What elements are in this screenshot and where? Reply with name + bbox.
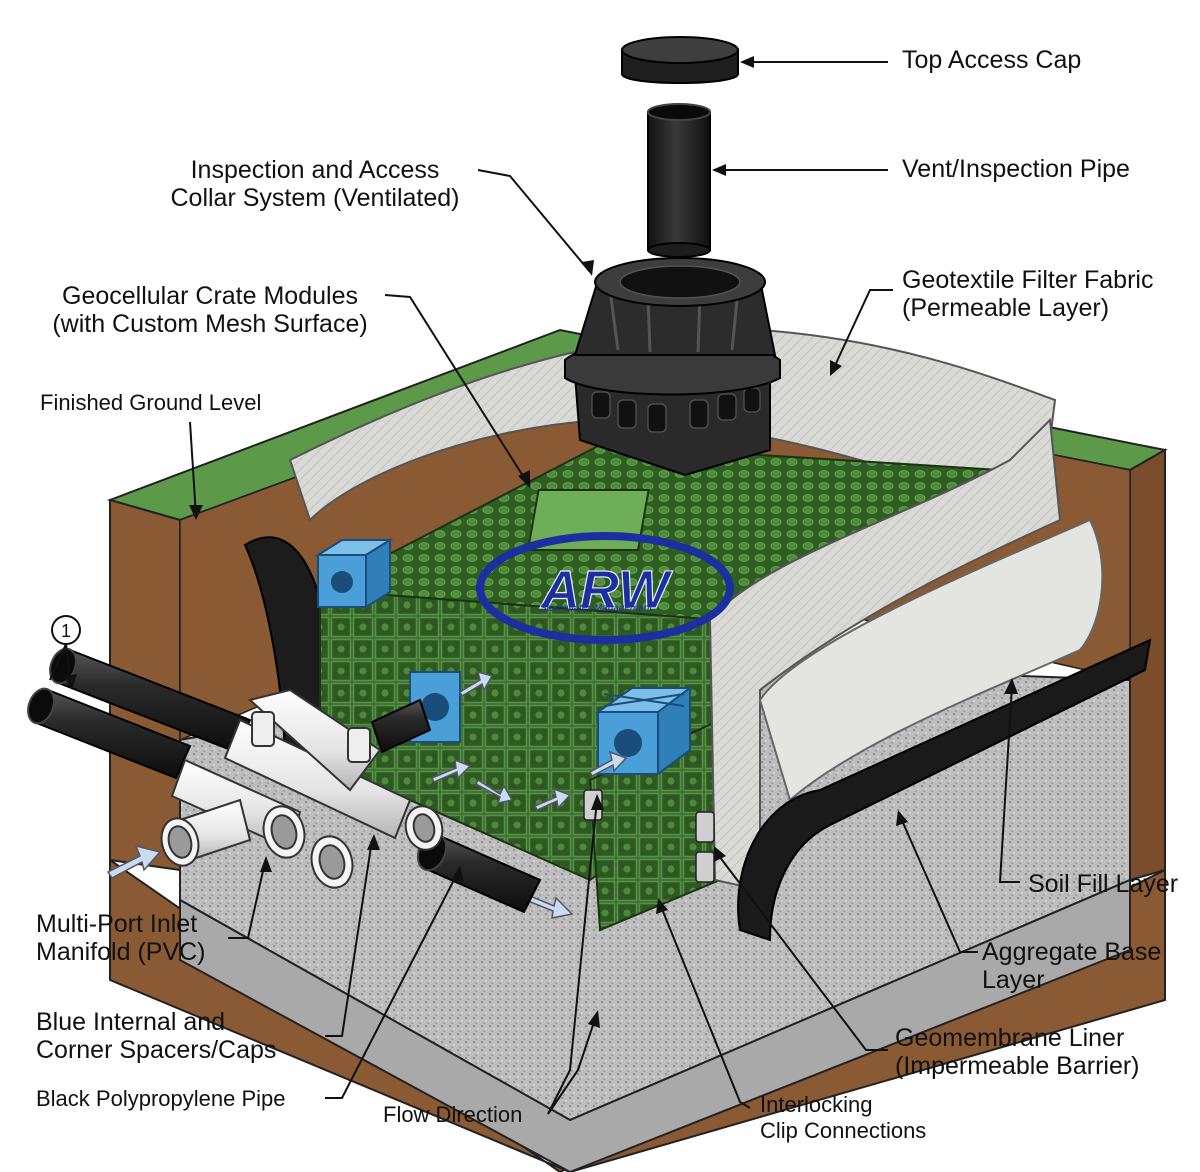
label-manifold: Multi-Port Inlet Manifold (PVC) <box>36 910 206 966</box>
leader-flow-2 <box>547 1015 597 1115</box>
clip <box>695 851 715 883</box>
label-manifold-line1: Multi-Port Inlet <box>36 910 198 938</box>
aggregate-front-face <box>179 878 1131 1172</box>
label-finished-ground: Finished Ground Level <box>40 390 262 415</box>
label-crate-modules: Geocellular Crate Modules (with Custom M… <box>30 282 390 338</box>
label-clip-connections: Interlocking Clip Connections <box>760 1092 926 1144</box>
leader-geotextile <box>831 289 893 373</box>
black-pipe-crate-connector <box>370 698 432 754</box>
leader-crate <box>384 294 529 485</box>
leader-black-pipe <box>325 871 459 1099</box>
leader-finished-ground <box>189 421 197 517</box>
logo-subtext: Stormwater Management <box>540 603 653 614</box>
label-crate-modules-line2: (with Custom Mesh Surface) <box>52 310 368 338</box>
clip <box>695 811 715 843</box>
leader-collar <box>477 169 591 273</box>
leader-lines <box>49 61 1020 1115</box>
label-spacers-line1: Blue Internal and <box>36 1008 226 1036</box>
leader-flow-1 <box>547 799 598 1115</box>
label-inspection-collar: Inspection and Access Collar System (Ven… <box>150 156 480 212</box>
label-top-access-cap: Top Access Cap <box>902 46 1082 74</box>
leader-spacers <box>325 839 373 1037</box>
flow-arrow <box>475 778 514 805</box>
label-spacers-line2: Corner Spacers/Caps <box>36 1036 277 1064</box>
callout-number: 1 <box>61 621 71 641</box>
label-geotextile-line2: (Permeable Layer) <box>902 294 1110 322</box>
label-crate-modules-line1: Geocellular Crate Modules <box>62 282 358 310</box>
leader-clip <box>659 903 751 1109</box>
flow-arrows <box>106 670 628 919</box>
leader-arrowheads <box>63 56 1018 1028</box>
vent-inspection-pipe <box>647 103 711 258</box>
label-aggregate-line2: Layer <box>982 966 1045 994</box>
label-inspection-collar-line2: Collar System (Ventilated) <box>170 184 460 212</box>
leader-soil-fill <box>998 685 1020 883</box>
flow-arrow-inlet <box>106 844 162 879</box>
arw-logo: ARW Stormwater Management <box>476 532 734 644</box>
label-clip-line1: Interlocking <box>760 1092 873 1117</box>
label-flow-direction: Flow Direction <box>383 1102 523 1127</box>
blue-corner-spacer-front <box>594 686 693 776</box>
label-aggregate: Aggregate Base Layer <box>982 938 1161 994</box>
pvc-manifold <box>160 688 444 889</box>
inspection-collar <box>564 257 781 477</box>
label-black-pipe: Black Polypropylene Pipe <box>36 1086 286 1111</box>
label-geomembrane: Geomembrane Liner (Impermeable Barrier) <box>895 1024 1140 1080</box>
flow-arrow <box>533 787 572 811</box>
leader-aggregate <box>899 815 978 953</box>
label-geomembrane-line2: (Impermeable Barrier) <box>895 1052 1140 1080</box>
flow-arrow-outlet <box>527 895 574 919</box>
label-spacers: Blue Internal and Corner Spacers/Caps <box>36 1008 276 1064</box>
blue-corner-spacer-left <box>314 538 394 609</box>
label-soil-fill: Soil Fill Layer <box>1028 870 1179 898</box>
flow-arrow <box>589 750 628 778</box>
top-access-cap <box>621 36 739 84</box>
geotextile-right-curl <box>758 518 1104 802</box>
leader-geomembrane <box>715 851 888 1051</box>
geotextile-right-roll <box>708 417 1062 892</box>
leader-manifold <box>228 861 266 939</box>
label-aggregate-line1: Aggregate Base <box>982 938 1162 966</box>
label-geotextile: Geotextile Filter Fabric (Permeable Laye… <box>902 266 1153 322</box>
label-inspection-collar-line1: Inspection and Access <box>190 156 440 184</box>
flow-arrow <box>459 670 494 698</box>
label-geotextile-line1: Geotextile Filter Fabric <box>902 266 1154 294</box>
label-geomembrane-line1: Geomembrane Liner <box>895 1024 1125 1052</box>
flow-arrow <box>430 758 472 783</box>
label-vent-inspection-pipe: Vent/Inspection Pipe <box>902 155 1130 183</box>
logo-text: ARW <box>539 560 673 620</box>
label-clip-line2: Clip Connections <box>760 1118 927 1143</box>
label-manifold-line2: Manifold (PVC) <box>36 938 206 966</box>
geomembrane-front-liner <box>737 638 1152 942</box>
